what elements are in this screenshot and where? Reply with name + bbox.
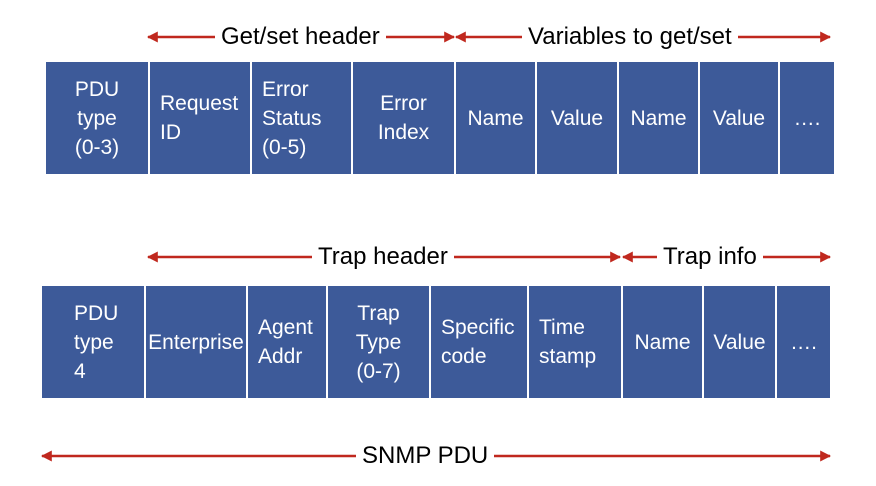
trap-cell-specific-code: Specific code <box>431 286 527 398</box>
getset-cell-value-2: Value <box>700 62 778 174</box>
trap-cell-time-stamp: Time stamp <box>529 286 621 398</box>
trap-cell-ellipsis: …. <box>777 286 830 398</box>
trap-info-label: Trap info <box>657 242 763 272</box>
getset-header-label: Get/set header <box>215 22 386 52</box>
getset-cell-error-index: Error Index <box>353 62 454 174</box>
trap-header-label: Trap header <box>312 242 454 272</box>
getset-cell-value-1: Value <box>537 62 617 174</box>
getset-cell-request-id: Request ID <box>150 62 250 174</box>
variables-label: Variables to get/set <box>522 22 738 52</box>
trap-cell-name: Name <box>623 286 702 398</box>
trap-cell-pdu-type: PDU type 4 <box>42 286 144 398</box>
getset-cell-name-2: Name <box>619 62 698 174</box>
snmp-pdu-label: SNMP PDU <box>356 441 495 471</box>
getset-cell-name-1: Name <box>456 62 535 174</box>
getset-cell-ellipsis: …. <box>780 62 834 174</box>
trap-cell-value: Value <box>704 286 775 398</box>
getset-cell-error-status: Error Status (0-5) <box>252 62 351 174</box>
getset-cell-pdu-type: PDU type (0-3) <box>46 62 148 174</box>
trap-cell-agent-addr: Agent Addr <box>248 286 326 398</box>
trap-cell-enterprise: Enterprise <box>146 286 246 398</box>
trap-cell-trap-type: Trap Type (0-7) <box>328 286 429 398</box>
